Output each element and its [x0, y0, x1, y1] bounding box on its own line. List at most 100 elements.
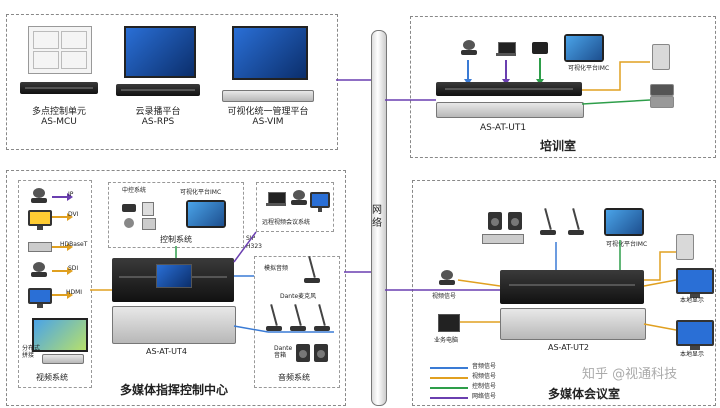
center-imc-tablet: [186, 200, 226, 228]
remote-monitor-icon: [310, 192, 330, 212]
center-imc-label: 可视化平台IMC: [180, 189, 222, 196]
dante-speaker-label: Dante 音箱: [274, 345, 293, 359]
meeting-pc-icon: [438, 314, 460, 332]
training-room-box: [410, 16, 716, 158]
line-dante-ut4: [233, 325, 269, 333]
remote-laptop-icon: [266, 192, 286, 206]
meeting-mic-1: [540, 208, 556, 236]
legend-label-audio: 音频信号: [472, 363, 497, 370]
local-display-1: [676, 268, 714, 298]
ut2-unit-top: [500, 270, 644, 304]
control-sub-label: 中控系统: [122, 187, 147, 194]
training-control-panel: [652, 44, 670, 70]
input-label-hdbaset: HDBaseT: [60, 241, 88, 248]
platforms-box: [6, 14, 338, 150]
legend-line-audio: [430, 367, 468, 369]
line-training-video: [582, 61, 650, 91]
hdmi-monitor-icon: [28, 288, 52, 308]
video-signal-label: 视频信号: [432, 293, 457, 300]
meeting-room-box: [412, 180, 716, 406]
training-unit-bottom: [436, 102, 584, 118]
command-center-title: 多媒体指挥控制中心: [120, 383, 229, 397]
input-arrow-sdi: [52, 267, 73, 275]
meeting-speaker-2: [508, 212, 522, 230]
meeting-mic-2: [568, 208, 584, 236]
analog-audio-label: 模拟音频: [264, 265, 289, 272]
video-system-box: [18, 180, 92, 388]
input-arrow-hdmi: [52, 291, 73, 299]
legend-label-video: 视频信号: [472, 373, 497, 380]
training-imc-tablet: [564, 34, 604, 62]
legend-line-network: [430, 397, 468, 399]
curtain-icon: [142, 218, 156, 230]
input-label-hdmi: HDMI: [66, 289, 83, 296]
audio-system-label: 音频系统: [278, 373, 310, 382]
network-label: 网络: [372, 205, 382, 229]
input-arrow-dvi: [52, 213, 73, 221]
remote-video-label: 远程视频会议系统: [262, 219, 311, 226]
dante-speaker-icon-2: [314, 344, 328, 362]
legend-line-control: [430, 387, 468, 389]
watermark: 知乎 @视通科技: [582, 367, 678, 382]
dvi-monitor-icon: [28, 210, 52, 230]
meeting-speaker-1: [488, 212, 502, 230]
pc-label: 业务电脑: [434, 337, 459, 344]
remote-video-box: [256, 182, 334, 232]
local-display-label-1: 本地显示: [680, 297, 705, 304]
light-icon: [124, 218, 134, 228]
line-meeting-camera: [457, 279, 501, 287]
ip-camera-icon: [30, 188, 48, 204]
line-meeting-video: [644, 251, 676, 281]
dante-mic-label: Dante麦克风: [280, 293, 317, 300]
ut4-unit-bottom: [112, 306, 236, 344]
distributed-label: 分布式 拼接: [22, 345, 41, 359]
h323-label: H323: [246, 243, 262, 250]
input-label-ip: IP: [68, 191, 74, 198]
dante-mic-icon-3: [314, 304, 330, 332]
dante-mic-icon-1: [266, 304, 282, 332]
sdi-camera-icon: [30, 262, 48, 278]
mcu-device: [28, 26, 92, 74]
training-amp: [650, 84, 674, 96]
training-room-title: 培训室: [540, 139, 577, 153]
line-training-control: [581, 99, 651, 105]
training-device-icon: [532, 42, 548, 54]
ut4-device-label: AS-AT-UT4: [146, 347, 187, 356]
training-device-label: AS-AT-UT1: [480, 123, 527, 133]
network-backbone: [371, 30, 387, 406]
command-center-box: [6, 170, 346, 406]
dante-speaker-icon-1: [296, 344, 310, 362]
input-arrow-ip: [52, 193, 73, 201]
meeting-control-panel: [676, 234, 694, 260]
line-meeting-display-1: [643, 279, 677, 287]
video-system-label: 视频系统: [36, 373, 68, 382]
local-display-label-2: 本地显示: [680, 351, 705, 358]
switch-icon: [142, 202, 154, 216]
ut2-device-label: AS-AT-UT2: [548, 343, 589, 352]
training-amp-2: [650, 96, 674, 108]
mcu-rack: [20, 82, 98, 94]
meeting-imc-tablet: [604, 208, 644, 236]
meeting-camera-icon: [438, 270, 456, 286]
control-system-label: 控制系统: [160, 235, 192, 244]
distributed-wall: [32, 318, 88, 352]
meeting-room-title: 多媒体会议室: [548, 387, 621, 401]
legend-line-video: [430, 377, 468, 379]
plug-icon: [122, 204, 136, 212]
ut4-screen: [156, 264, 192, 288]
vim-screen: [232, 26, 308, 80]
training-camera-icon: [460, 40, 478, 56]
meeting-imc-label: 可视化平台IMC: [606, 241, 648, 248]
meeting-amp: [482, 234, 524, 244]
legend-label-network: 网络信号: [472, 393, 497, 400]
local-display-2: [676, 320, 714, 350]
input-label-dvi: DVI: [68, 211, 79, 218]
audio-system-box: [254, 256, 340, 388]
rps-rack: [116, 84, 200, 96]
vim-rack: [222, 90, 314, 102]
training-unit-top: [436, 82, 582, 96]
hdbaset-device-icon: [28, 242, 52, 252]
